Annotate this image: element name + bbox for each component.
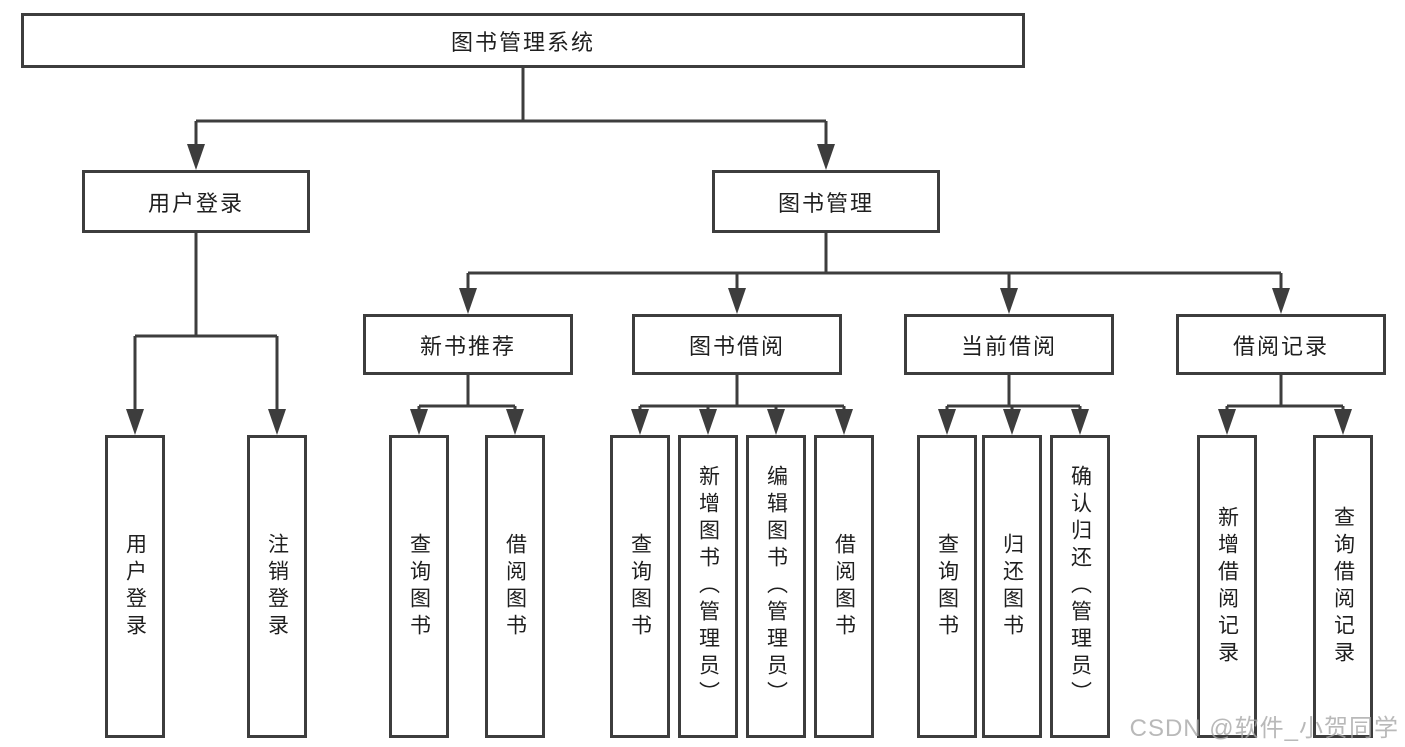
arrow-down-icon [631, 409, 649, 435]
connector-borrow-record-to-leaves [1225, 375, 1345, 417]
node-label: 用户登录 [123, 532, 147, 641]
node-library-management-system: 图书管理系统 [21, 13, 1025, 68]
csdn-watermark: CSDN @软件_小贺同学 [1129, 715, 1399, 742]
node-label: 查询图书 [935, 532, 959, 641]
arrow-down-icon [187, 144, 205, 170]
arrow-down-icon [268, 409, 286, 435]
node-current-borrowing: 当前借阅 [904, 314, 1114, 375]
arrow-down-icon [506, 409, 524, 435]
leaf-add-book-admin: 新增图书（管理员） [678, 435, 738, 738]
node-book-management: 图书管理 [712, 170, 940, 233]
node-label: 新书推荐 [419, 333, 516, 359]
node-book-borrowing: 图书借阅 [632, 314, 842, 375]
arrow-down-icon [767, 409, 785, 435]
node-label: 用户登录 [147, 190, 244, 216]
leaf-query-books-recommend: 查询图书 [389, 435, 449, 738]
leaf-borrow-books-recommend: 借阅图书 [485, 435, 545, 738]
node-new-book-recommendation: 新书推荐 [363, 314, 573, 375]
node-label: 图书管理 [777, 190, 874, 216]
arrow-down-icon [699, 409, 717, 435]
node-label: 编辑图书（管理员） [764, 465, 788, 708]
arrow-down-icon [1071, 409, 1089, 435]
arrow-down-icon [1000, 288, 1018, 314]
arrow-down-icon [1218, 409, 1236, 435]
leaf-query-borrow-record: 查询借阅记录 [1313, 435, 1373, 738]
arrow-down-icon [938, 409, 956, 435]
connector-new-book-to-leaves [417, 375, 517, 417]
node-borrowing-records: 借阅记录 [1176, 314, 1386, 375]
connector-user-login-to-leaves [133, 233, 279, 417]
node-label: 借阅图书 [832, 532, 856, 641]
leaf-borrow-books: 借阅图书 [814, 435, 874, 738]
arrow-down-icon [817, 144, 835, 170]
leaf-confirm-return-admin: 确认归还（管理员） [1050, 435, 1110, 738]
leaf-user-login: 用户登录 [105, 435, 165, 738]
arrow-down-icon [410, 409, 428, 435]
node-label: 查询借阅记录 [1331, 505, 1355, 668]
connector-current-borrow-to-leaves [945, 375, 1082, 417]
arrow-down-icon [1003, 409, 1021, 435]
arrow-down-icon [459, 288, 477, 314]
node-label: 注销登录 [265, 532, 289, 641]
connector-root-to-level2 [194, 68, 828, 152]
node-label: 确认归还（管理员） [1068, 465, 1092, 708]
leaf-add-borrow-record: 新增借阅记录 [1197, 435, 1257, 738]
leaf-edit-book-admin: 编辑图书（管理员） [746, 435, 806, 738]
node-label: 新增图书（管理员） [696, 465, 720, 708]
node-label: 借阅图书 [503, 532, 527, 641]
arrow-down-icon [1272, 288, 1290, 314]
node-label: 归还图书 [1000, 532, 1024, 641]
leaf-logout-login: 注销登录 [247, 435, 307, 738]
connector-book-borrow-to-leaves [638, 375, 846, 417]
arrow-down-icon [126, 409, 144, 435]
node-label: 查询图书 [407, 532, 431, 641]
node-label: 查询图书 [628, 532, 652, 641]
node-user-login: 用户登录 [82, 170, 310, 233]
node-label: 新增借阅记录 [1215, 505, 1239, 668]
arrow-down-icon [1334, 409, 1352, 435]
leaf-query-books-current: 查询图书 [917, 435, 977, 738]
node-label: 图书管理系统 [450, 29, 595, 55]
node-label: 借阅记录 [1232, 333, 1329, 359]
connector-book-management-to-level3 [466, 233, 1283, 296]
arrow-down-icon [835, 409, 853, 435]
node-label: 当前借阅 [960, 333, 1057, 359]
node-label: 图书借阅 [688, 333, 785, 359]
leaf-return-books: 归还图书 [982, 435, 1042, 738]
leaf-query-books-borrow: 查询图书 [610, 435, 670, 738]
arrow-down-icon [728, 288, 746, 314]
